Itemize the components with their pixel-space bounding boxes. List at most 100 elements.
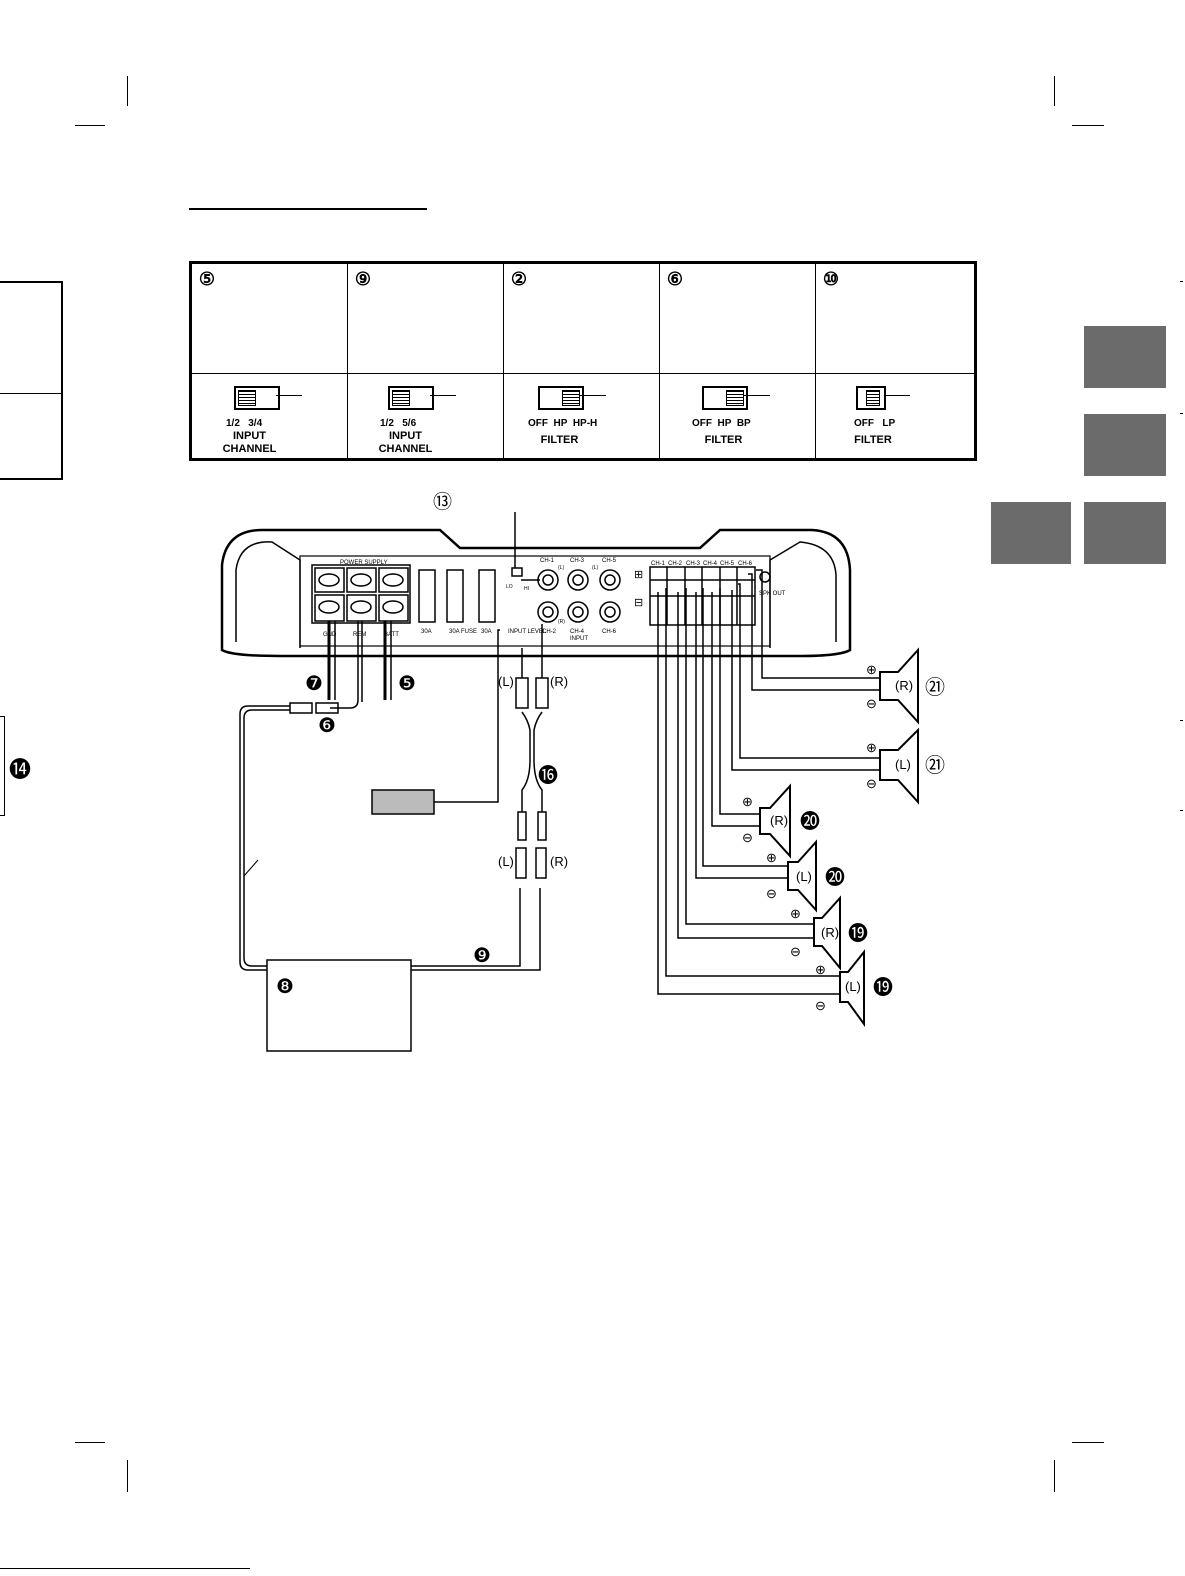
- rca-label: CH-4: [570, 629, 585, 635]
- head-unit-box: [266, 959, 412, 1052]
- switch-label: FILTER: [854, 434, 892, 446]
- fuse: [446, 569, 464, 623]
- switch-illustration: OFF LP FILTER: [816, 374, 974, 458]
- fuse: [418, 569, 436, 623]
- switch-illustration: OFF HP BP FILTER: [660, 374, 815, 458]
- spk-ch-label: CH-2: [668, 561, 683, 567]
- speaker-icon: [813, 895, 841, 971]
- switch-settings-table: ⑤ ⑨ ② ⑥ ⑩ 1/2 3/4 INPUT CHANNEL 1/2 5/6 …: [189, 261, 977, 461]
- rca-plug-label-l: (L): [498, 674, 514, 689]
- slide-switch-icon: [388, 386, 434, 410]
- spk-out-label: SPK OUT: [759, 591, 786, 597]
- heading-underline: [189, 208, 427, 210]
- minus-icon: ⊖: [790, 944, 801, 959]
- side-box-divider: [0, 393, 61, 394]
- crop-mark: [75, 1442, 105, 1443]
- switch-cell-3: ②: [503, 262, 660, 374]
- switch-options: OFF HP BP: [692, 418, 751, 429]
- side-box: [0, 281, 63, 480]
- remote-control-box: [371, 789, 435, 815]
- plus-icon: ⊕: [790, 906, 801, 921]
- plus-terminal-icon: ⊞: [634, 569, 643, 581]
- spk-ch-label: CH-4: [703, 561, 718, 567]
- spk-ch-label: CH-5: [720, 561, 735, 567]
- terminal-label-gnd: GND: [323, 632, 337, 638]
- terminal-label-batt: BATT: [384, 632, 399, 638]
- speaker-number: ⓳: [873, 976, 893, 999]
- fuse-label: 30A: [421, 629, 432, 635]
- rca-plug-label-l: (L): [498, 854, 514, 869]
- crop-mark: [75, 125, 105, 126]
- edge-tick: [1180, 413, 1183, 414]
- power-terminal-block: [311, 564, 411, 624]
- plus-icon: ⊕: [866, 662, 877, 677]
- speaker-icon: [839, 949, 865, 1028]
- speaker-channel: (R): [770, 813, 788, 828]
- amplifier-body: [220, 528, 852, 658]
- speaker-number: ⓴: [825, 866, 845, 889]
- section-tab: [1084, 414, 1166, 476]
- switch-number: ⑥: [666, 269, 684, 289]
- rca-jack: [537, 569, 559, 591]
- speaker-channel: (L): [845, 979, 861, 994]
- rca-label: CH-5: [602, 558, 617, 564]
- switch-number: ⑨: [354, 269, 372, 289]
- plus-icon: ⊕: [866, 740, 877, 755]
- rca-label: CH-1: [540, 558, 555, 564]
- switch-options: OFF HP HP-H: [528, 418, 598, 429]
- edge-tick: [1180, 281, 1183, 282]
- fuse: [478, 569, 496, 623]
- switch-illustration: 1/2 5/6 INPUT CHANNEL: [348, 374, 503, 458]
- crop-mark: [127, 76, 128, 106]
- callout-7: ❼: [305, 673, 323, 695]
- callout-8: ❽: [276, 976, 294, 998]
- fuse-label: 30A: [481, 629, 492, 635]
- switch-illustration: OFF HP HP-H FILTER: [504, 374, 659, 458]
- callout-6: ❻: [318, 715, 336, 737]
- hi-label: HI: [524, 586, 529, 592]
- terminal-label-rem: REM: [353, 632, 366, 638]
- switch-options: 1/2 5/6: [380, 418, 417, 429]
- crop-mark: [1054, 1460, 1055, 1492]
- rca-plug-label-r: (R): [550, 854, 568, 869]
- speaker-number: ㉑: [925, 754, 945, 777]
- rca-jack: [599, 601, 621, 623]
- callout-16: ⓰: [538, 764, 558, 787]
- crop-mark: [127, 1460, 128, 1492]
- switch-number: ⑤: [198, 269, 216, 289]
- speaker-channel: (L): [895, 757, 911, 772]
- minus-icon: ⊖: [766, 886, 777, 901]
- callout-5: ❺: [398, 673, 416, 695]
- minus-icon: ⊖: [742, 830, 753, 845]
- plus-icon: ⊕: [742, 794, 753, 809]
- plus-icon: ⊕: [766, 850, 777, 865]
- fuse-label: 30A FUSE: [449, 629, 477, 635]
- rca-label: (R): [558, 619, 565, 625]
- switch-label: INPUT CHANNEL: [222, 430, 277, 455]
- rca-jack: [567, 569, 589, 591]
- speaker-channel: (R): [821, 925, 839, 940]
- input-label: INPUT: [570, 636, 588, 642]
- rca-jack: [567, 601, 589, 623]
- slide-switch-icon: [538, 386, 584, 410]
- rca-label: CH-6: [602, 629, 617, 635]
- rca-jack: [599, 569, 621, 591]
- slide-switch-icon: [856, 386, 886, 410]
- spk-ch-label: CH-6: [738, 561, 753, 567]
- spk-ch-label: CH-1: [651, 561, 666, 567]
- speaker-icon: [787, 839, 817, 913]
- speaker-channel: (R): [895, 678, 913, 693]
- minus-icon: ⊖: [866, 776, 877, 791]
- edge-tick: [1180, 720, 1183, 721]
- minus-icon: ⊖: [815, 998, 826, 1013]
- rca-jack: [537, 601, 559, 623]
- speaker-icon: [759, 783, 791, 859]
- slide-switch-icon: [234, 386, 280, 410]
- rca-label: CH-2: [542, 629, 557, 635]
- speaker-icon: [879, 647, 919, 725]
- rca-label: CH-3: [570, 558, 585, 564]
- callout-9: ❾: [473, 945, 491, 967]
- rca-label: (L): [558, 565, 564, 571]
- rca-plug-label-r: (R): [550, 674, 568, 689]
- switch-illustration: 1/2 3/4 INPUT CHANNEL: [192, 374, 347, 458]
